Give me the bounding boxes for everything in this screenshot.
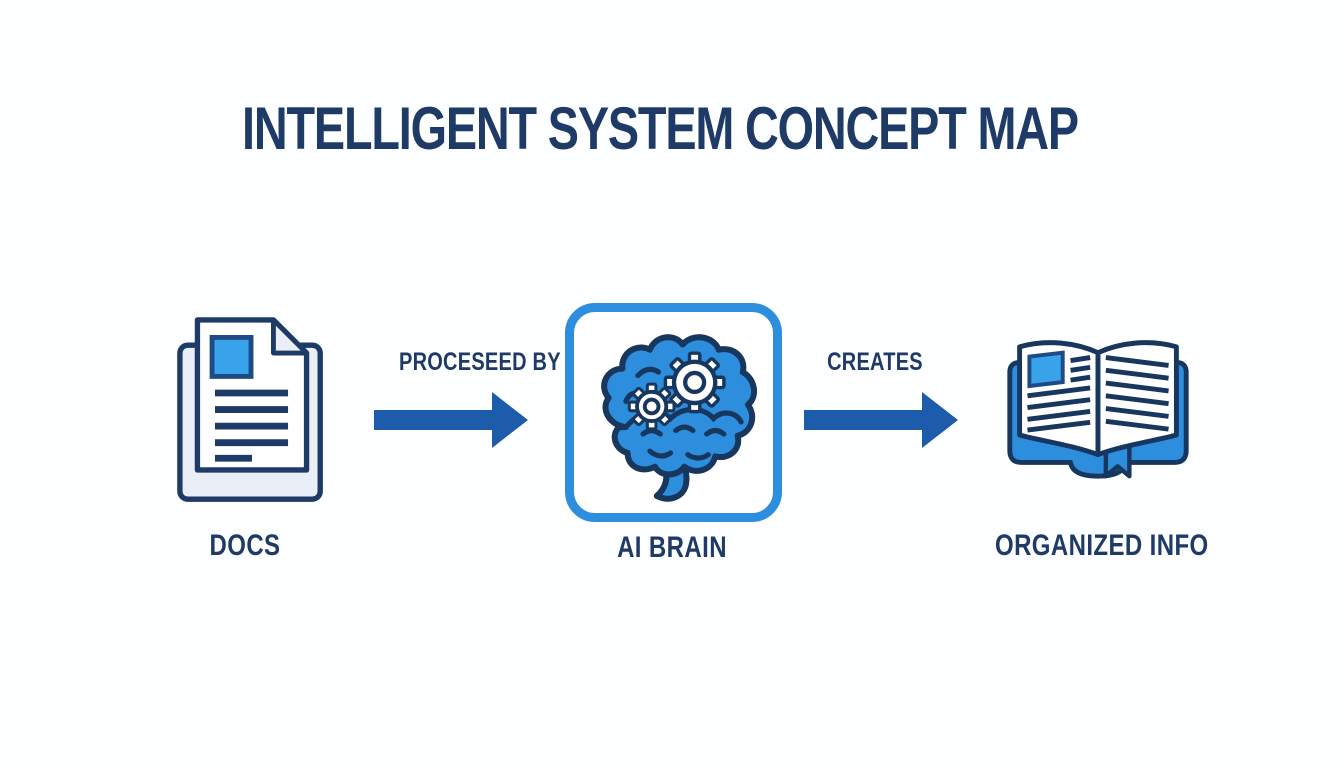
- page-title: INTELLIGENT SYSTEM CONCEPT MAP: [242, 95, 1079, 162]
- edge-creates-label: CREATES: [827, 348, 923, 376]
- docs-label: DOCS: [209, 529, 281, 562]
- edge-processed-by-label: PROCESEED BY: [399, 348, 561, 376]
- brain-gears-icon: [588, 322, 760, 503]
- ai-brain-label: AI BRAIN: [617, 531, 727, 564]
- organized-info-node: [1000, 333, 1196, 488]
- open-book-icon: [1000, 333, 1196, 488]
- ai-brain-node: [565, 303, 782, 522]
- arrow-right-icon-1: [374, 390, 530, 450]
- documents-icon: [176, 316, 328, 506]
- docs-node: [176, 316, 328, 506]
- arrow-right-icon-2: [804, 390, 960, 450]
- organized-info-label: ORGANIZED INFO: [995, 529, 1209, 562]
